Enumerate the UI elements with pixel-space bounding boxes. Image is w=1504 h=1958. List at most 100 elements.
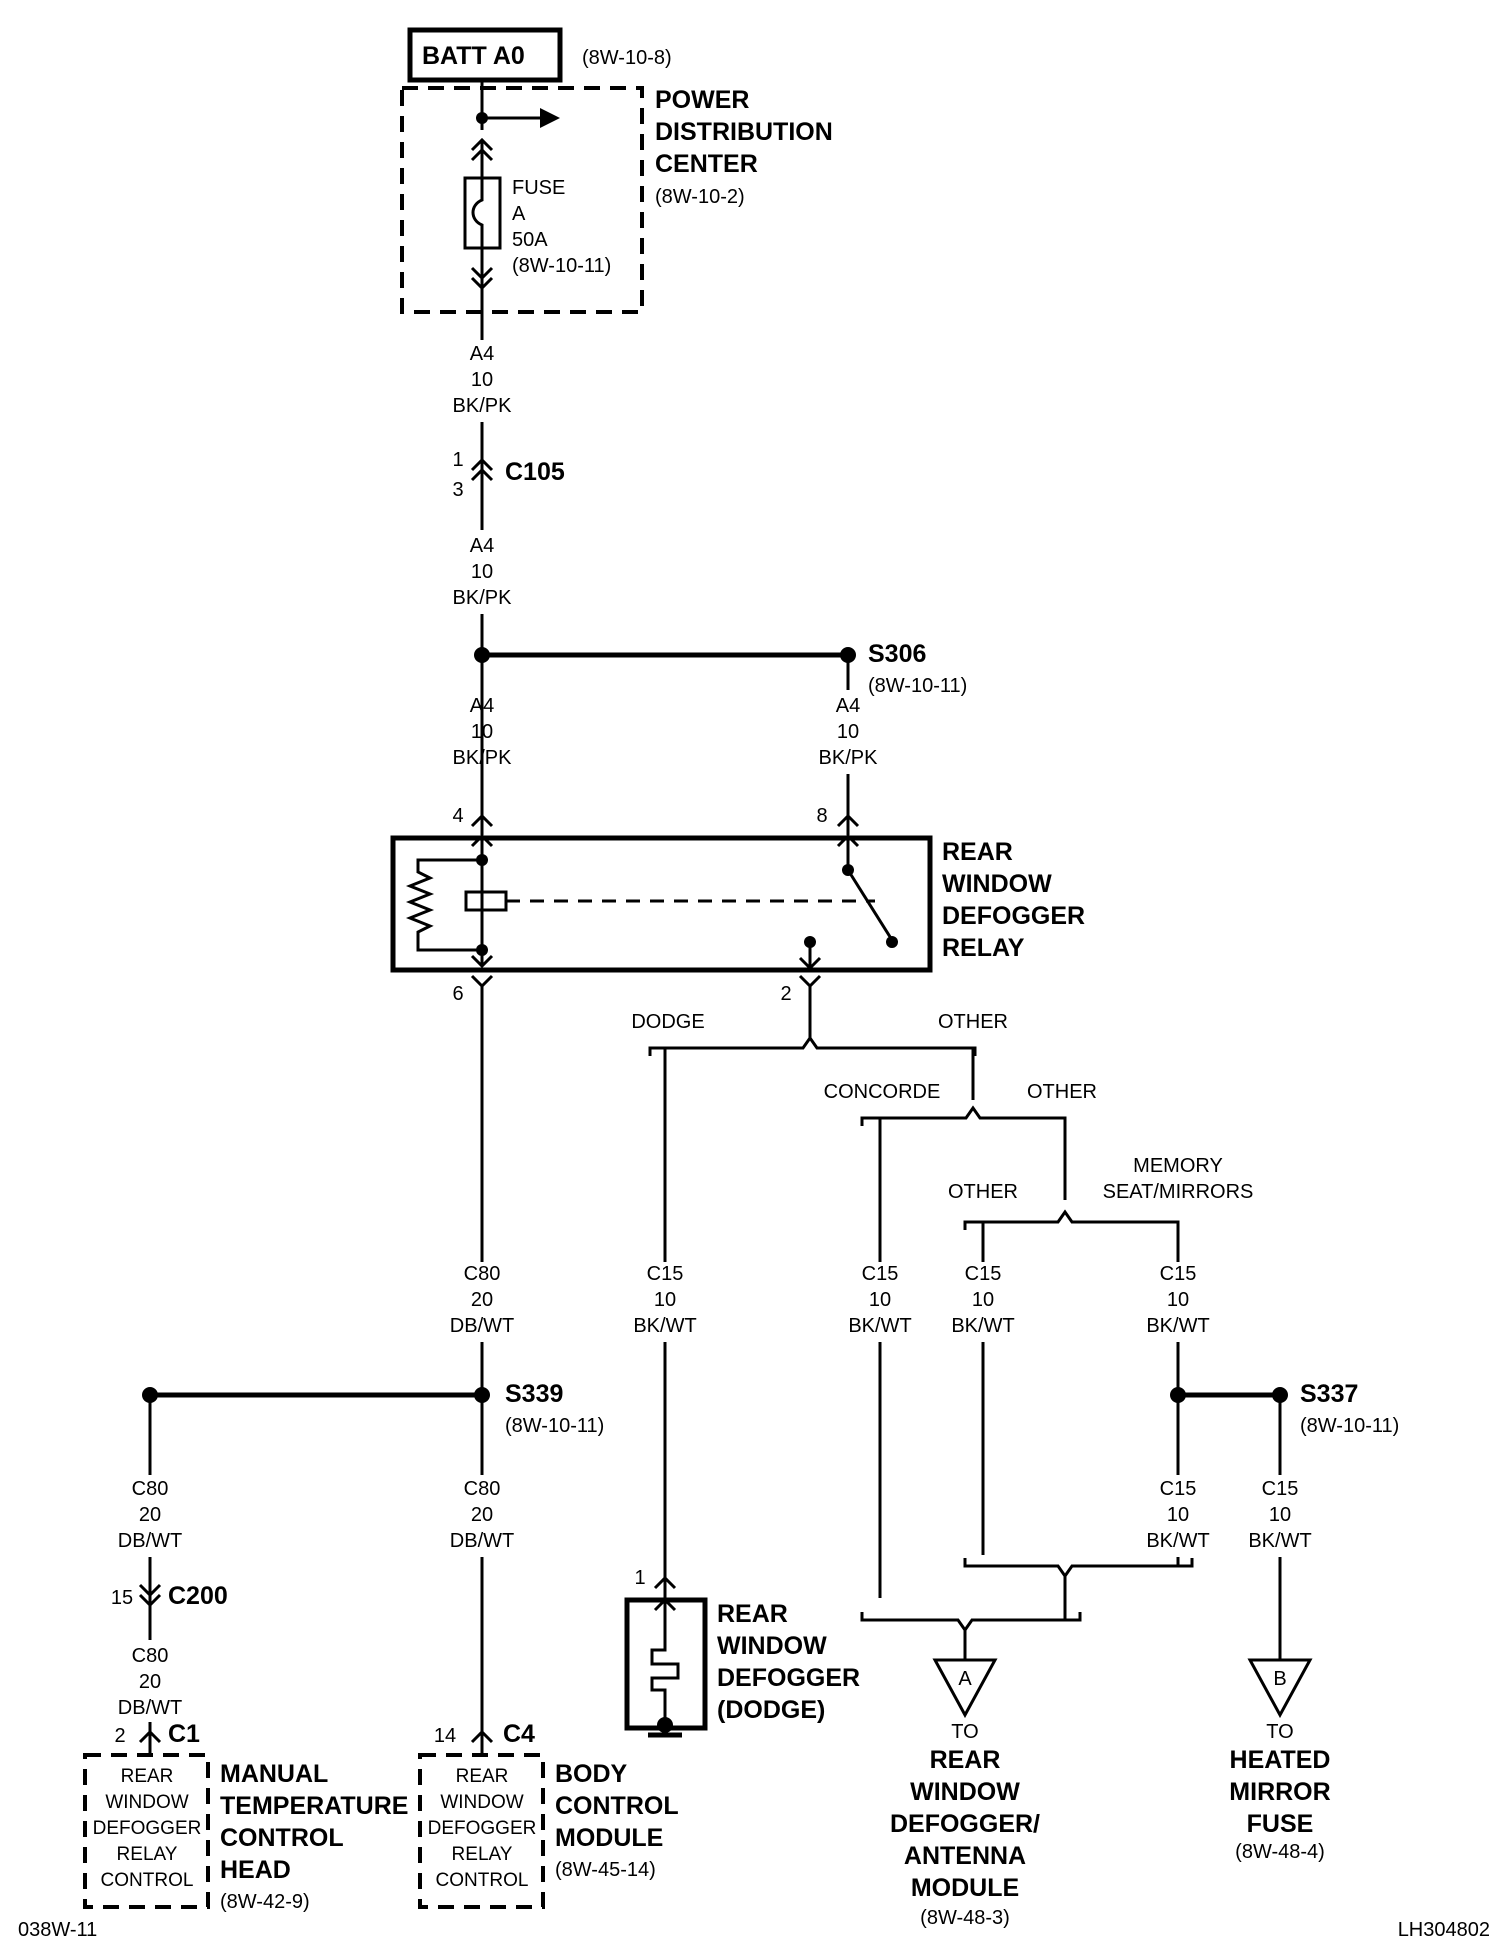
batt-box	[407, 27, 563, 83]
dest-a-line4: ANTENNA	[904, 1842, 1026, 1870]
bcm-line2: CONTROL	[555, 1792, 679, 1820]
branch-brace-2	[860, 1105, 1067, 1126]
relay-line2: WINDOW	[942, 870, 1052, 898]
wire-a4-circuit: A4	[836, 695, 860, 717]
wire-c80-circuit: C80	[132, 1645, 169, 1667]
dest-a-line1: REAR	[930, 1746, 1001, 1774]
wire-c15-gauge: 10	[654, 1289, 676, 1311]
wire-c80-gauge: 20	[471, 1289, 493, 1311]
wire-c80-gauge: 20	[139, 1671, 161, 1693]
bcm-ref: (8W-45-14)	[555, 1859, 656, 1881]
branch-concorde: CONCORDE	[824, 1081, 941, 1103]
bcm-control-line2: WINDOW	[440, 1792, 523, 1813]
relay-pin4-connector-icon	[470, 813, 494, 828]
wire-c15-color: BK/WT	[1146, 1315, 1209, 1337]
defogger-connector-icon	[653, 1575, 677, 1590]
fuse-element-icon	[471, 178, 484, 248]
relay-pin2: 2	[780, 983, 791, 1005]
s337-name: S337	[1300, 1380, 1358, 1408]
wire-a4-gauge: 10	[837, 721, 859, 743]
mtc-control-box	[83, 1753, 210, 1909]
relay-pin6: 6	[452, 983, 463, 1005]
branch-brace-1	[648, 1035, 977, 1056]
relay-pin8-connector-icon	[836, 813, 860, 828]
footer-left: 038W-11	[18, 1919, 97, 1941]
wire-c15-gauge: 10	[972, 1289, 994, 1311]
fuse-line2: A	[512, 203, 526, 225]
relay-pin4: 4	[452, 805, 463, 827]
wire-c80-circuit: C80	[464, 1478, 501, 1500]
wire-a4-gauge: 10	[471, 369, 493, 391]
wire-a4-circuit: A4	[470, 695, 494, 717]
c105-pin-top: 1	[452, 449, 463, 471]
fuse-line1: FUSE	[512, 177, 565, 199]
bcm-control-box	[418, 1753, 545, 1909]
branch-other1: OTHER	[938, 1011, 1008, 1033]
c1-connector-icon	[138, 1729, 162, 1744]
wire-c80-color: DB/WT	[450, 1315, 514, 1337]
wire-c80-color: DB/WT	[118, 1697, 182, 1719]
c105-pin-bot: 3	[452, 479, 463, 501]
mtc-line4: HEAD	[220, 1856, 291, 1884]
wire-c80-circuit: C80	[132, 1478, 169, 1500]
dest-a-letter: A	[958, 1668, 972, 1690]
bcm-control-line1: REAR	[456, 1766, 509, 1787]
mtc-control-line4: RELAY	[117, 1844, 178, 1865]
wire-c80-gauge: 20	[139, 1504, 161, 1526]
dest-b-letter: B	[1273, 1668, 1286, 1690]
defogger-line2: WINDOW	[717, 1632, 827, 1660]
dest-b-line1: HEATED	[1230, 1746, 1331, 1774]
pdc-ref: (8W-10-2)	[655, 186, 745, 208]
mtc-control-line1: REAR	[121, 1766, 174, 1787]
wire-a4-circuit: A4	[470, 343, 494, 365]
wire-c15-circuit: C15	[1262, 1478, 1299, 1500]
s337-ref: (8W-10-11)	[1300, 1415, 1399, 1437]
c200-pin: 15	[111, 1587, 133, 1609]
wire-c15-color: BK/WT	[1248, 1530, 1311, 1552]
bcm-line1: BODY	[555, 1760, 628, 1788]
bcm-control-line3: DEFOGGER	[428, 1818, 537, 1839]
bcm-line3: MODULE	[555, 1824, 663, 1852]
mtc-control-line2: WINDOW	[105, 1792, 188, 1813]
wire-c80-circuit: C80	[464, 1263, 501, 1285]
relay-coil-icon	[464, 890, 508, 912]
dest-b-line3: FUSE	[1247, 1810, 1314, 1838]
wire-a4-circuit: A4	[470, 535, 494, 557]
wire-c15-gauge: 10	[1167, 1504, 1189, 1526]
c1-pin: 2	[114, 1725, 125, 1747]
dest-a-triangle-icon	[932, 1658, 998, 1719]
wire-a4-gauge: 10	[471, 721, 493, 743]
defogger-pin: 1	[634, 1567, 645, 1589]
pdc-line2: DISTRIBUTION	[655, 118, 833, 146]
branch-other3: OTHER	[948, 1181, 1018, 1203]
mtc-control-line3: DEFOGGER	[93, 1818, 202, 1839]
branch-dodge: DODGE	[631, 1011, 704, 1033]
dest-a-to: TO	[951, 1721, 978, 1743]
wire-c80-color: DB/WT	[450, 1530, 514, 1552]
branch-memory2: SEAT/MIRRORS	[1103, 1181, 1254, 1203]
footer-right: LH304802	[1398, 1919, 1490, 1941]
c4-name: C4	[503, 1720, 535, 1748]
relay-line3: DEFOGGER	[942, 902, 1085, 930]
c105-name: C105	[505, 458, 565, 486]
defogger-line3: DEFOGGER	[717, 1664, 860, 1692]
connector-chevron-icon	[470, 266, 494, 291]
c200-connector-icon	[138, 1583, 162, 1608]
batt-label: BATT A0	[422, 42, 525, 70]
relay-pin8: 8	[816, 805, 827, 827]
c105-connector-icon	[470, 457, 494, 482]
relay-switch-icon	[846, 869, 894, 941]
wire-c15-gauge: 10	[1167, 1289, 1189, 1311]
dest-b-line2: MIRROR	[1229, 1778, 1330, 1806]
c4-pin: 14	[434, 1725, 456, 1747]
s306-ref: (8W-10-11)	[868, 675, 967, 697]
wire-a4-color: BK/PK	[819, 747, 879, 769]
wire-c15-circuit: C15	[1160, 1263, 1197, 1285]
merge-brace-1	[963, 1558, 1194, 1579]
wire-c15-circuit: C15	[1160, 1478, 1197, 1500]
wire-c15-color: BK/WT	[848, 1315, 911, 1337]
wire-c80-color: DB/WT	[118, 1530, 182, 1552]
dest-a-line5: MODULE	[911, 1874, 1019, 1902]
s306-name: S306	[868, 640, 926, 668]
